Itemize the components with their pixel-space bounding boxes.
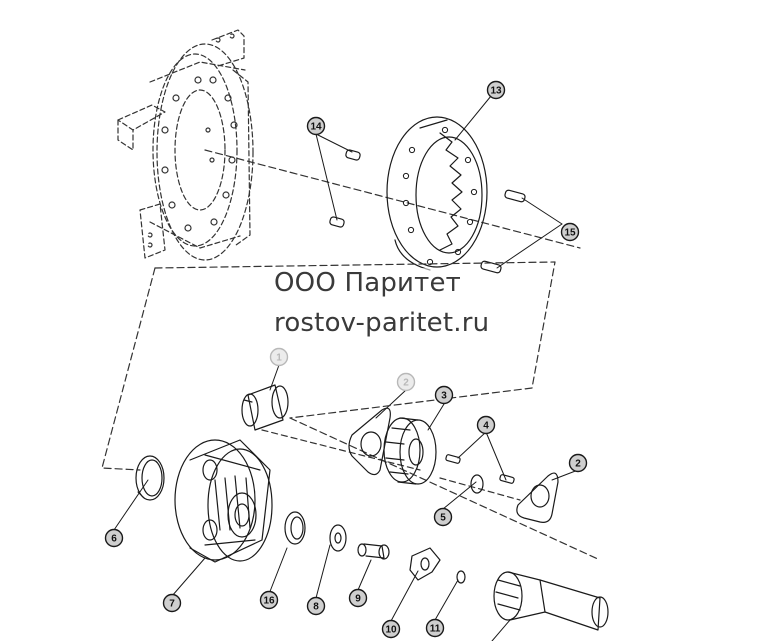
callout-label: 2 [403, 378, 409, 389]
part-1-shaft [241, 384, 289, 431]
callout-c10: 10 [381, 619, 401, 639]
callout-label: 7 [169, 599, 175, 610]
callout-label: 11 [430, 624, 441, 635]
callout-c7: 7 [162, 593, 182, 613]
callout-label: 4 [483, 421, 489, 432]
callout-c16: 16 [259, 590, 279, 610]
callout-c2b: 2 [568, 453, 588, 473]
ring-gear [386, 116, 488, 271]
callout-c9: 9 [348, 588, 368, 608]
callout-label: 13 [490, 86, 502, 97]
part-9-pinion [357, 543, 390, 560]
housing-plate-holes [161, 76, 238, 232]
axis-line-lower [289, 417, 601, 561]
part-7-planet-carrier [174, 439, 273, 563]
callout-c8: 8 [306, 596, 326, 616]
callout-label: 3 [441, 391, 447, 402]
callout-label: 14 [310, 122, 322, 133]
callout-c2a: 2 [396, 372, 416, 392]
part-16-thrust-washer [284, 511, 306, 545]
callout-c14: 14 [306, 116, 326, 136]
callout-c13: 13 [486, 80, 506, 100]
callout-c3: 3 [434, 385, 454, 405]
part-3-spur-gear [383, 417, 437, 485]
part-4-pins [445, 454, 515, 484]
assembly-envelope [154, 261, 556, 419]
callout-label: 15 [564, 228, 576, 239]
callout-label: 9 [355, 594, 361, 605]
part-11-washer [456, 570, 466, 584]
callout-label: 1 [276, 353, 282, 364]
part-2-carrier-plate-right [516, 472, 559, 523]
callout-c6: 6 [104, 528, 124, 548]
part-6-snap-ring [135, 455, 165, 501]
callout-label: 16 [263, 596, 275, 607]
callout-label: 10 [385, 625, 397, 636]
part-10-lock-tab [409, 547, 441, 581]
axis-line-upper [204, 149, 581, 249]
output-shaft [493, 571, 609, 631]
part-5-washer [470, 474, 484, 494]
part-8-washer [329, 524, 347, 552]
watermark-site: rostov-paritet.ru [272, 308, 492, 338]
callout-label: 5 [440, 513, 446, 524]
callout-label: 6 [111, 534, 117, 545]
callout-c15: 15 [560, 222, 580, 242]
callout-label: 8 [313, 602, 319, 613]
callout-label: 2 [575, 459, 581, 470]
watermark-company: ООО Паритет [272, 268, 464, 298]
housing-plate [117, 29, 254, 261]
callout-c5: 5 [433, 507, 453, 527]
part-2-carrier-plate [348, 407, 391, 476]
callout-c4: 4 [476, 415, 496, 435]
leader-lines [113, 95, 579, 641]
callout-c1: 1 [269, 347, 289, 367]
dowel-pins [329, 149, 526, 274]
callout-c11: 11 [425, 618, 445, 638]
